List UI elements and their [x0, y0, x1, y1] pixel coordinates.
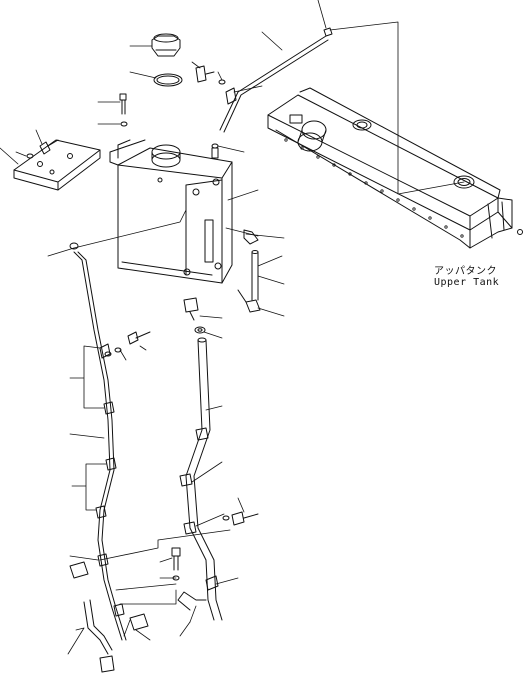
elbow-fitting-tank: [183, 297, 206, 334]
upper-tank: [267, 87, 523, 249]
filler-cap: [151, 33, 181, 57]
drain-tube-right: [177, 337, 223, 621]
leader-lines: [0, 0, 465, 655]
reserve-tank: [109, 139, 233, 284]
overflow-tube-left: [73, 251, 127, 655]
side-tube: [237, 229, 261, 313]
mounting-bracket: [13, 139, 101, 191]
o-ring: [153, 73, 183, 87]
upper-tank-label-en: Upper Tank: [434, 277, 500, 288]
upper-tank-label-jp: アッパタンク: [434, 266, 497, 277]
overflow-hose-upper: [219, 35, 329, 133]
